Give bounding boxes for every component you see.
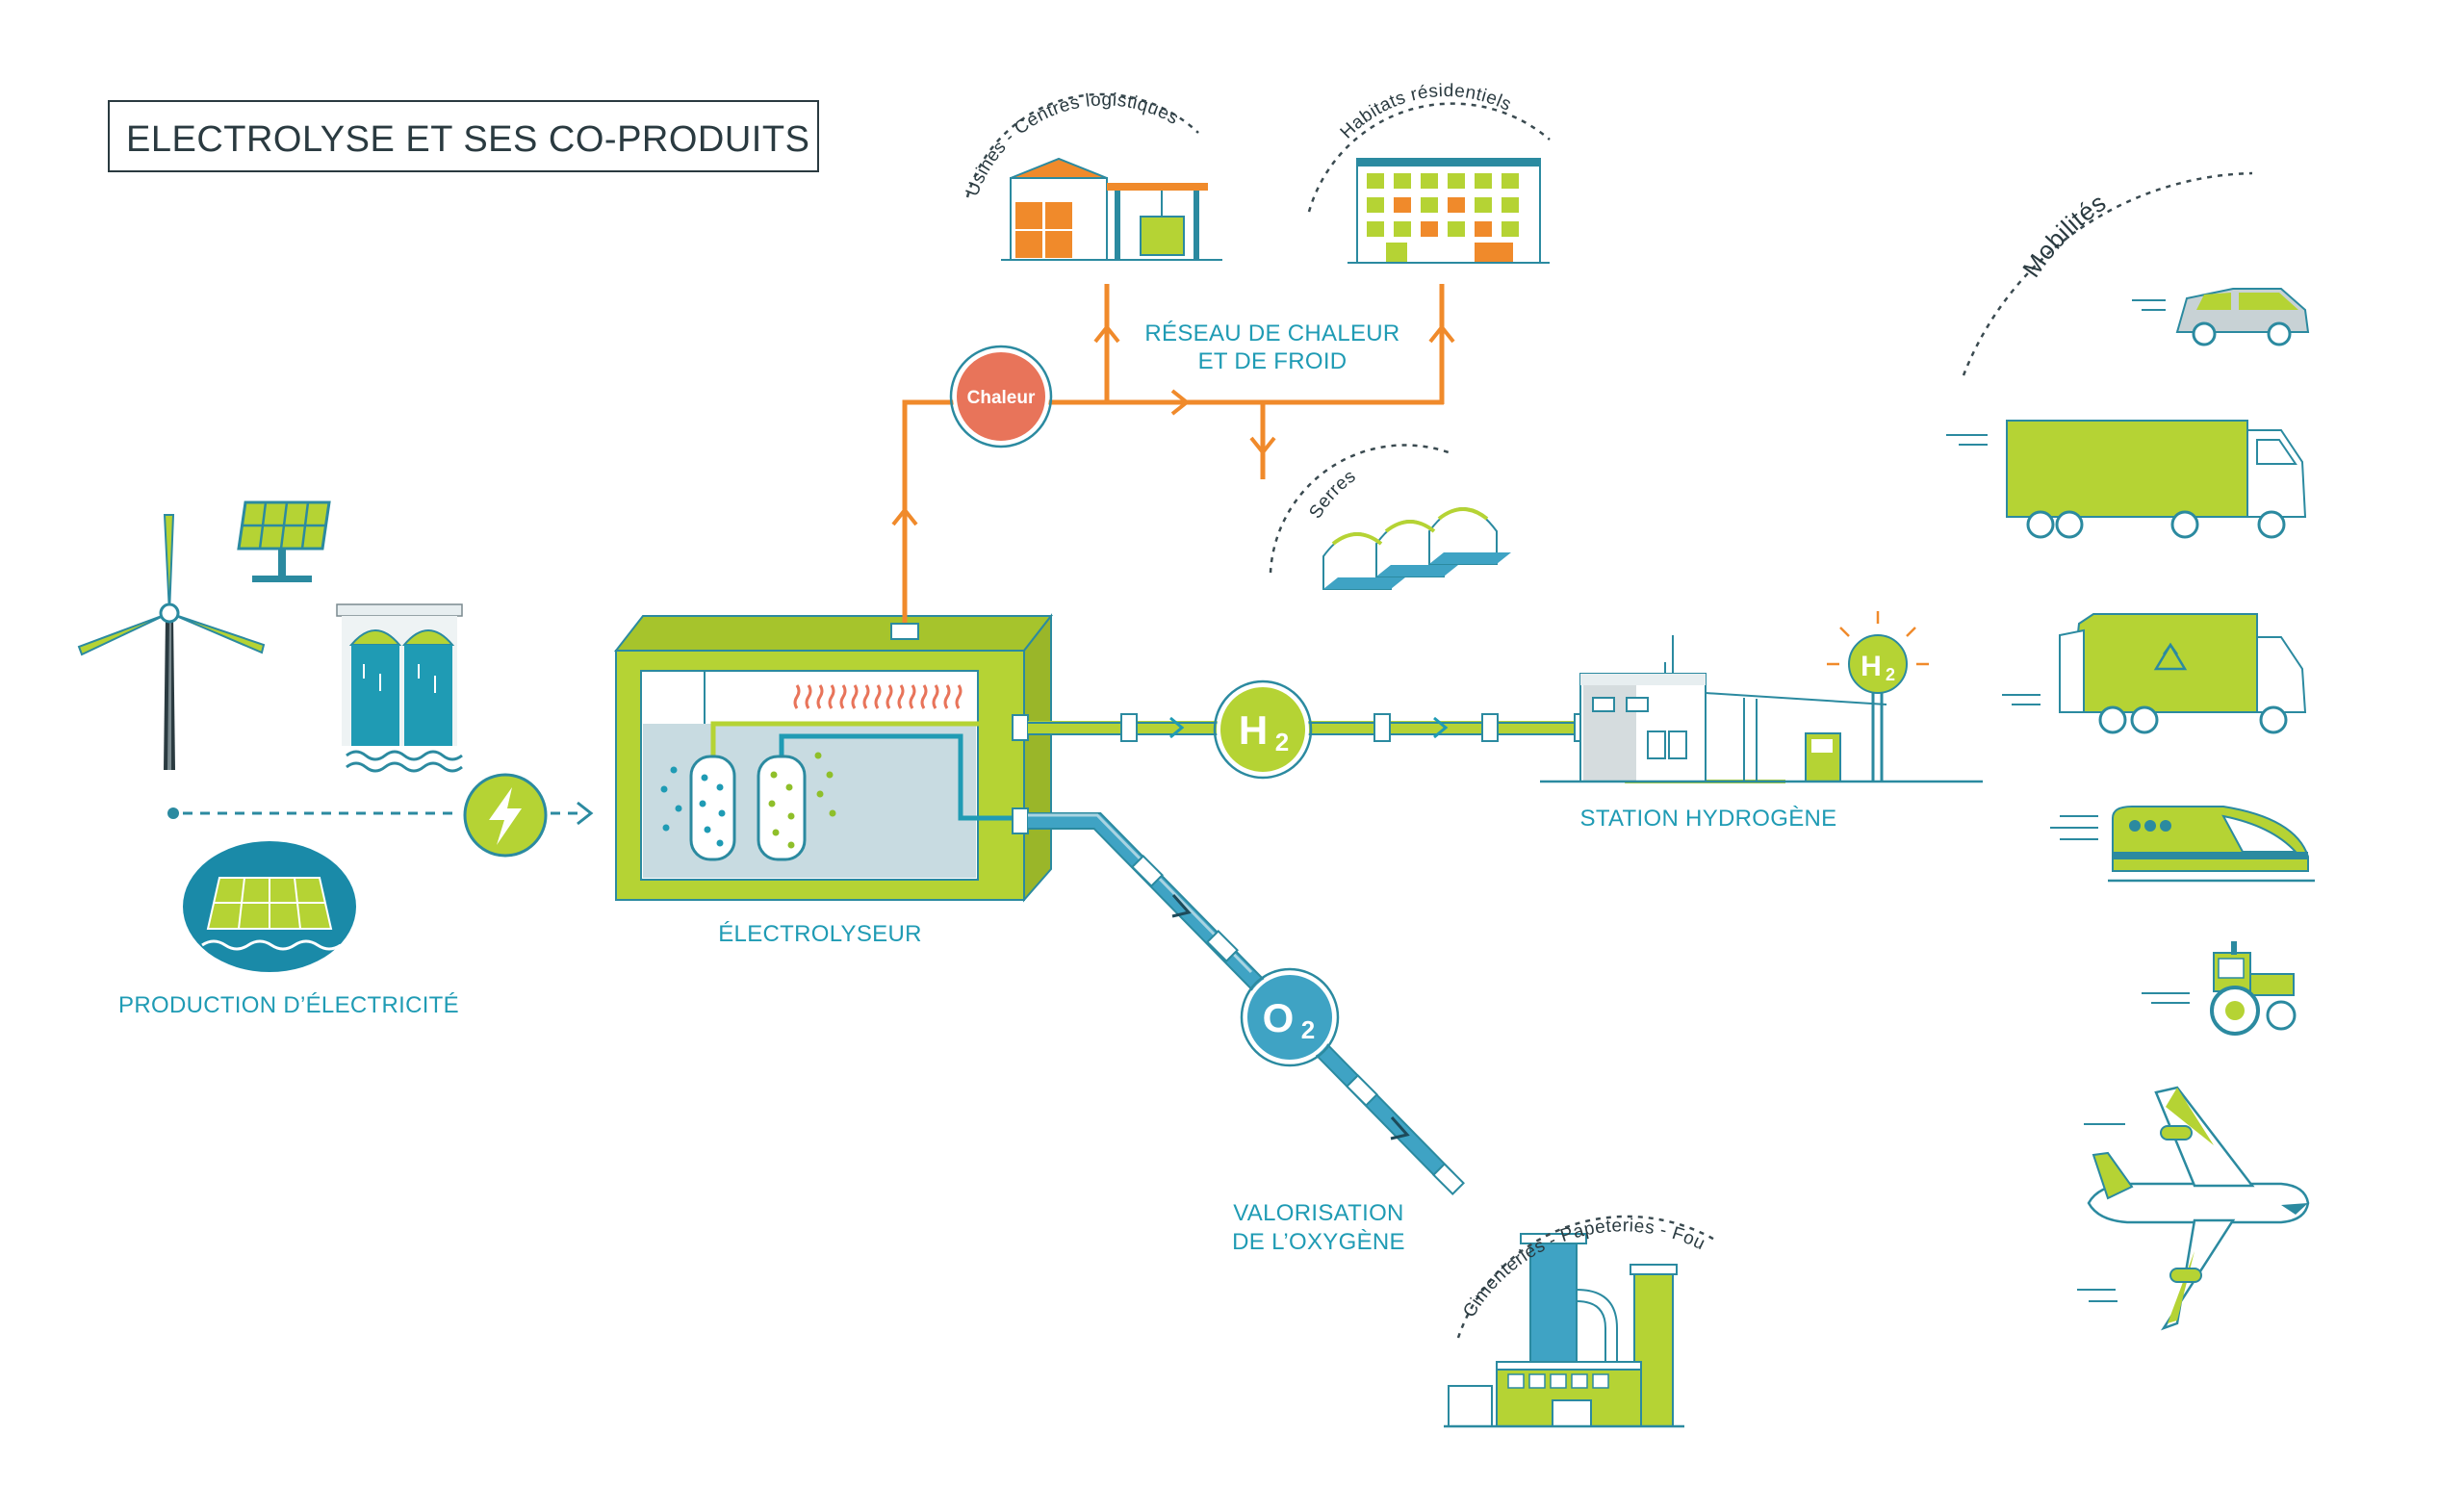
hydro-dam-icon [336,603,463,773]
tractor-icon [2142,941,2297,1036]
station-building-icon [1540,635,1983,783]
o2-pipeline [1028,812,1465,1195]
h2-subscript: 2 [1275,728,1289,756]
o2-subscript: 2 [1301,1015,1315,1044]
h2-node: H 2 [1213,679,1313,780]
station-sign-symbol: H [1861,651,1882,682]
h2-symbol: H [1239,707,1268,753]
airplane-icon [2077,1086,2310,1331]
serres-arc [1269,444,1450,574]
electrolyser-label: ÉLECTROLYSEUR [718,921,922,947]
industrie-arc [1456,1215,1719,1339]
electricity-flow [167,801,594,826]
mobilites-arc [1962,171,2253,376]
solar-panel-icon [237,500,331,582]
train-icon [2050,806,2315,883]
mobilites-label: Mobilités [2016,188,2111,283]
title-box: ELECTROLYSE ET SES CO-PRODUITS [108,100,819,172]
serres-label: Serres [1305,466,1359,522]
residential-building-icon [1348,158,1550,264]
usines-arc [965,92,1199,198]
reseau-label-line1: RÉSEAU DE CHALEUR [1144,320,1399,346]
station-sign-subscript: 2 [1886,665,1895,684]
recycle-icon [2153,642,2188,671]
electrolyser-icon [613,613,1054,903]
factory-warehouse-icon [1001,157,1222,261]
car-icon [2132,288,2310,346]
station-label: STATION HYDROGÈNE [1580,806,1837,832]
chaleur-node: Chaleur [949,345,1053,448]
chaleur-label: Chaleur [967,388,1036,408]
cement-plant-icon [1444,1233,1684,1428]
reseau-label-line2: ET DE FROID [1198,348,1348,374]
oxygene-label-line1: VALORISATION [1233,1200,1403,1226]
floating-solar-icon [183,841,356,972]
wind-turbine-icon [77,514,266,770]
production-label: PRODUCTION D’ÉLECTRICITÉ [118,992,459,1018]
o2-symbol: O [1263,995,1295,1040]
greenhouse-icon [1322,507,1511,590]
truck-icon [1946,420,2307,539]
page-title: ELECTROLYSE ET SES CO-PRODUITS [126,119,809,160]
garbage-truck-icon [2002,613,2307,734]
lightning-icon [463,773,548,858]
heat-network [890,284,1455,640]
o2-node: O 2 [1240,967,1340,1067]
station-h2-sign: H 2 [1827,611,1929,694]
habitats-arc [1307,102,1551,213]
oxygene-label-line2: DE L’OXYGÈNE [1232,1229,1405,1255]
